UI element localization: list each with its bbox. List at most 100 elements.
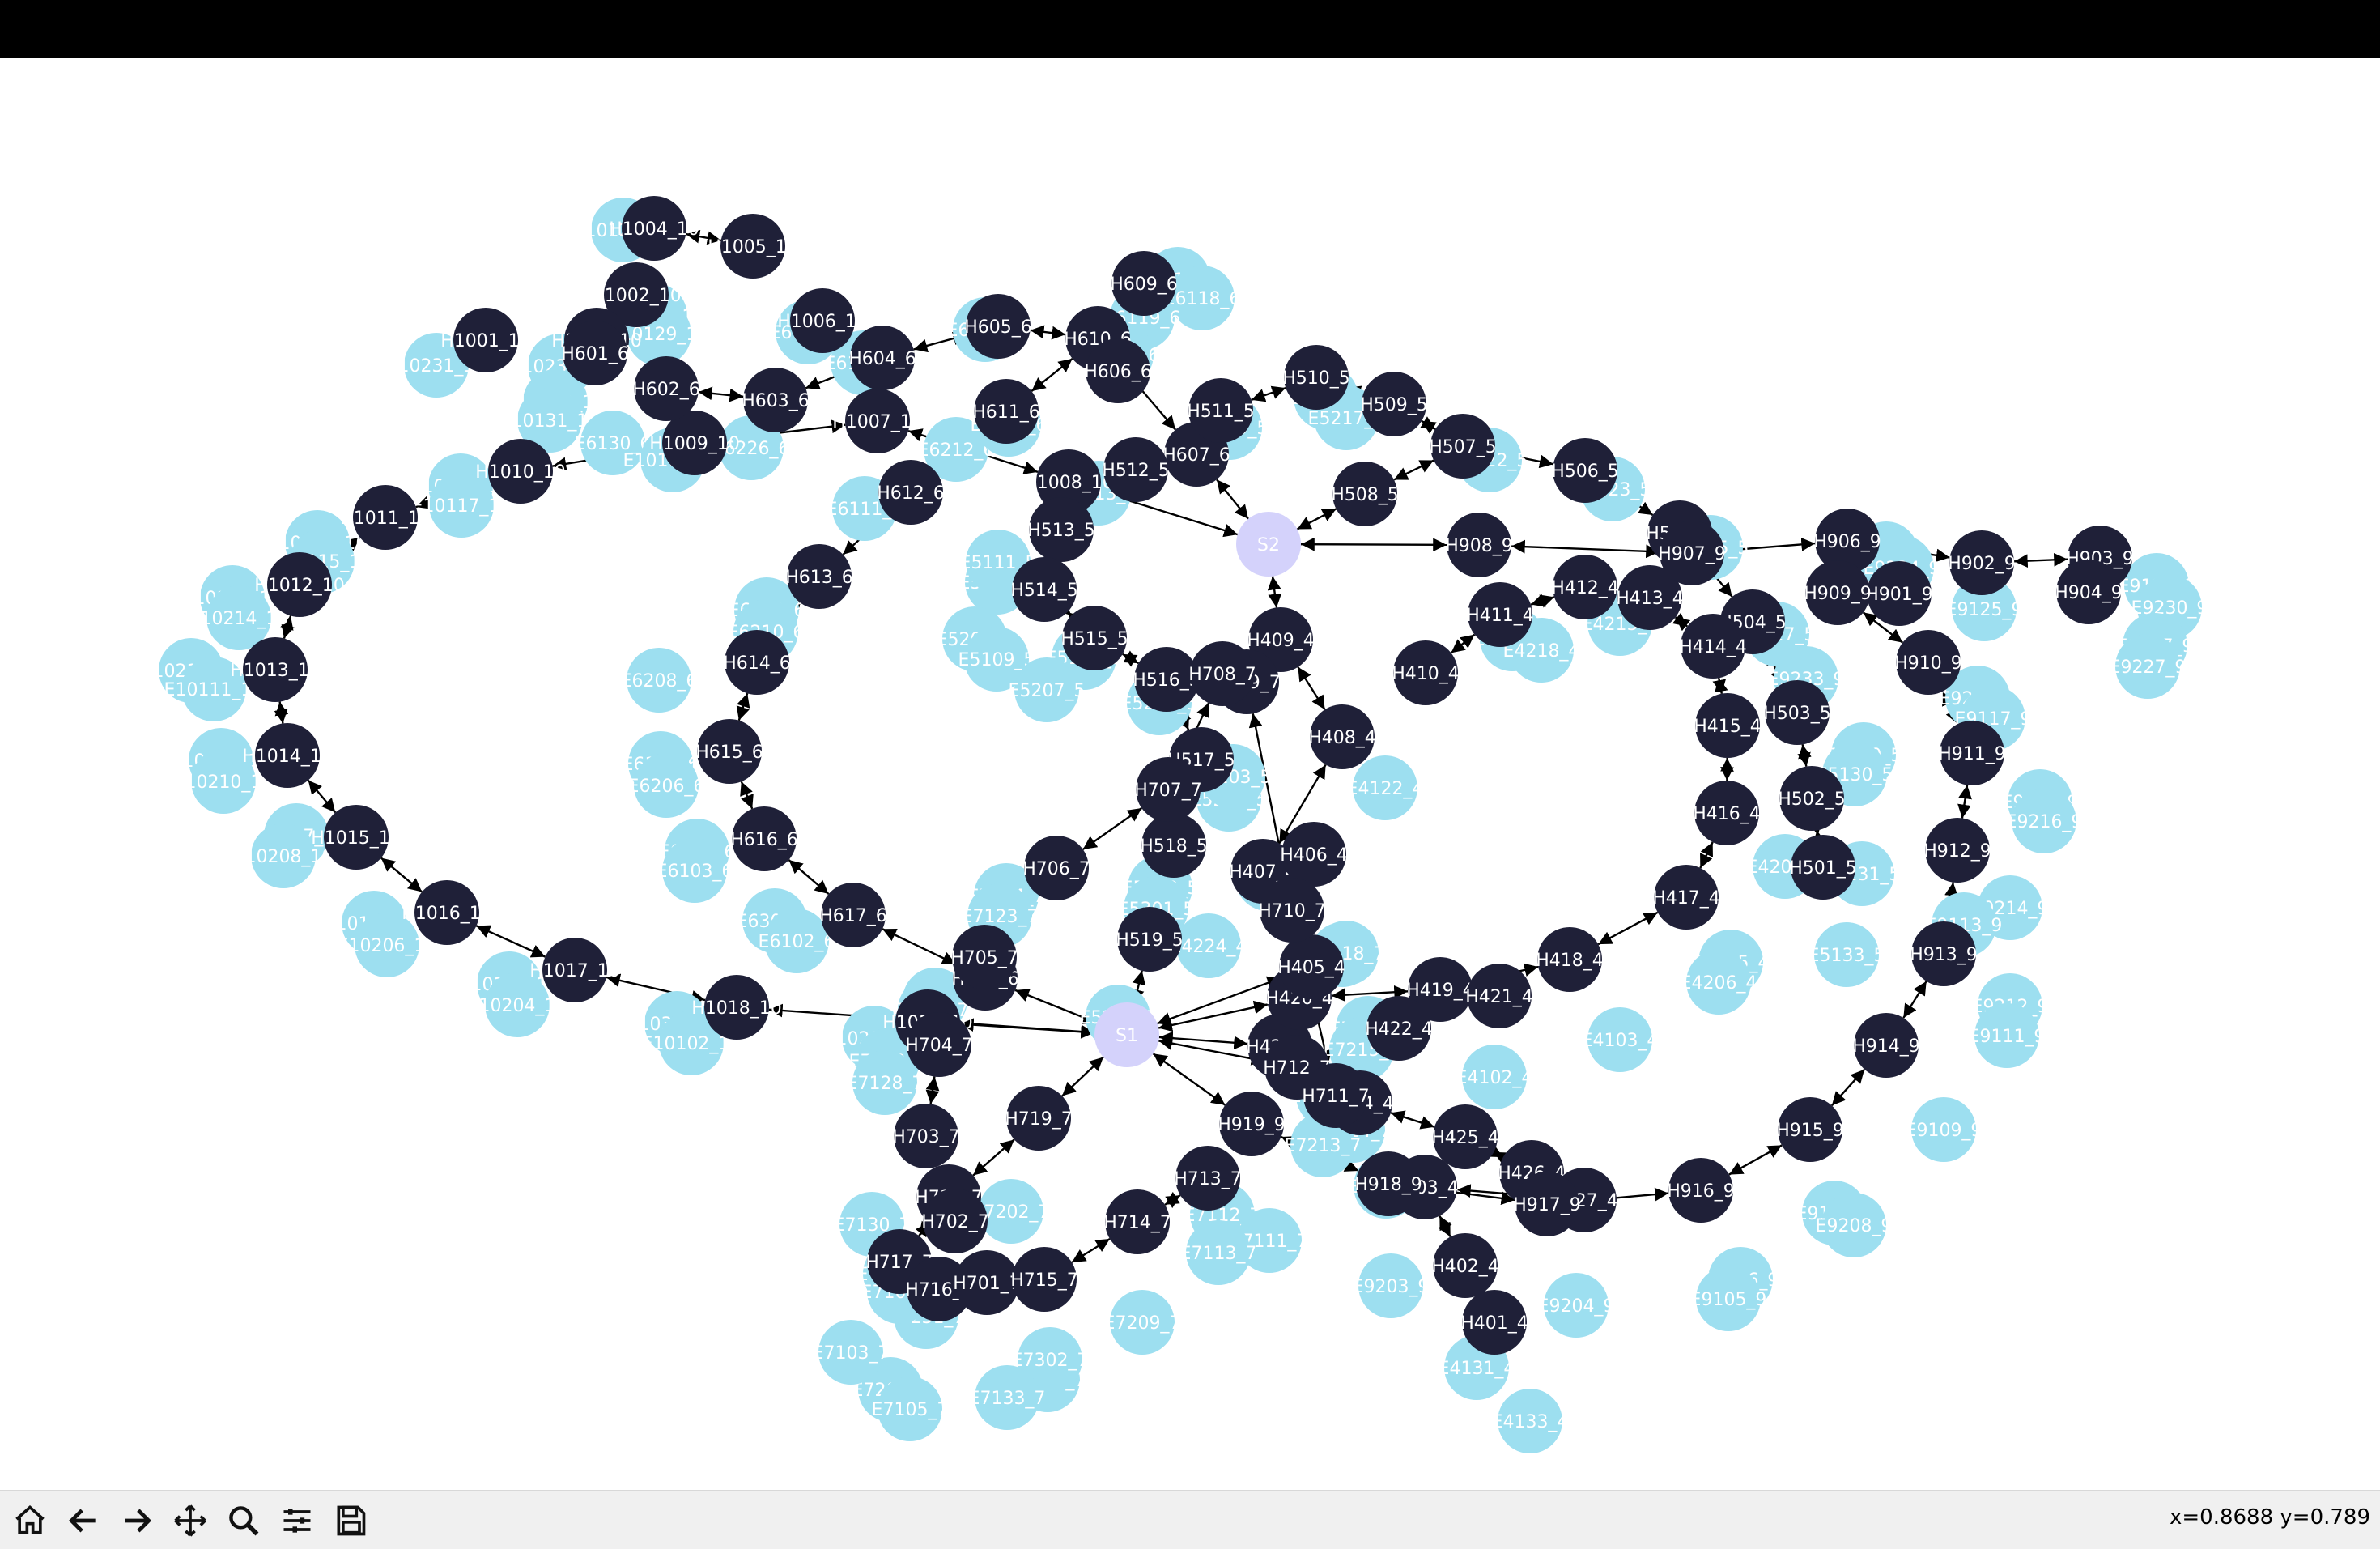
node-label: H1009_10	[649, 434, 740, 454]
node-label: H609_6	[1110, 274, 1178, 295]
save-button[interactable]	[325, 1496, 376, 1546]
node-H908: H908_9	[1445, 513, 1513, 577]
node-H416: H416_4	[1693, 781, 1761, 845]
node-H703: H703_7	[892, 1104, 960, 1168]
node-label: H710_7	[1258, 901, 1326, 921]
node-label: H405_4	[1277, 958, 1345, 978]
node-label: H419_4	[1406, 981, 1474, 1001]
node-label: H501_5	[1789, 858, 1857, 879]
node-H912: H912_9	[1923, 818, 1991, 883]
edge-H714-H713	[1165, 1195, 1180, 1205]
node-label: E6102_6	[759, 932, 835, 952]
node-label: H518_5	[1140, 836, 1208, 857]
node-label: E10208_10	[234, 847, 334, 867]
node-label: E10204_10	[468, 996, 567, 1016]
configure-subplots-icon	[279, 1503, 315, 1538]
edge-H915-H916	[1729, 1145, 1782, 1174]
node-label: E7302_7	[1012, 1351, 1089, 1371]
node-label: E7213_7	[1285, 1136, 1362, 1156]
edge-S2-H508	[1297, 509, 1336, 529]
figure-canvas[interactable]: E10230_10E10127_10E10129_10E6126_6E10231…	[0, 58, 2380, 1490]
node-label: H911_9	[1938, 744, 2006, 764]
zoom-icon	[226, 1503, 261, 1538]
node-label: E4218_4	[1503, 641, 1580, 662]
edge-H424-H425	[1391, 1113, 1434, 1126]
edge-H719-H718	[973, 1139, 1014, 1175]
edge-H618-H617	[882, 929, 956, 964]
network-graph: E10230_10E10127_10E10129_10E6126_6E10231…	[0, 58, 2380, 1490]
edge-S2-H908	[1301, 544, 1447, 545]
node-E6208: E6208_6	[621, 648, 698, 713]
edge-H425-H426	[1494, 1152, 1503, 1157]
node-label: H421_4	[1465, 987, 1533, 1007]
node-label: E6208_6	[621, 671, 698, 692]
node-label: H711_7	[1302, 1087, 1370, 1107]
node-label: H514_5	[1010, 581, 1078, 601]
node-H1007: H1007_10	[832, 389, 923, 453]
node-label: H1002_10	[591, 286, 682, 306]
forward-button[interactable]	[112, 1496, 162, 1546]
node-label: H914_9	[1852, 1036, 1920, 1057]
zoom-button[interactable]	[219, 1496, 269, 1546]
node-label: H503_5	[1763, 704, 1831, 724]
node-label: H1005_10	[708, 237, 798, 257]
node-E4102: E4102_4	[1456, 1045, 1533, 1109]
node-label: E9125_9	[1946, 600, 2023, 620]
node-label: H1014_10	[242, 747, 333, 767]
node-label: H714_7	[1103, 1213, 1171, 1233]
node-label: H401_4	[1460, 1313, 1528, 1334]
node-label: E10206_10	[338, 936, 437, 956]
back-button[interactable]	[58, 1496, 108, 1546]
home-button[interactable]	[5, 1496, 55, 1546]
node-H1005: H1005_10	[708, 214, 798, 279]
edge-H611-H610	[1031, 359, 1072, 391]
edge-H403-H402	[1439, 1216, 1450, 1237]
node-H408: H408_4	[1308, 704, 1376, 769]
edge-H1014-H1013	[280, 702, 283, 724]
node-label: H1008_10	[1023, 473, 1114, 493]
node-label: H704_7	[905, 1036, 973, 1056]
node-label: E9109_9	[1906, 1121, 1983, 1141]
node-label: S2	[1257, 535, 1280, 555]
forward-arrow-icon	[119, 1503, 155, 1538]
edge-H617-H616	[788, 860, 828, 894]
node-label: H912_9	[1923, 841, 1991, 862]
node-H415: H415_4	[1694, 693, 1762, 758]
node-label: H513_5	[1027, 521, 1095, 541]
configure-subplots-button[interactable]	[272, 1496, 322, 1546]
save-icon	[333, 1503, 368, 1538]
node-label: H415_4	[1694, 717, 1762, 737]
node-label: E4122_4	[1347, 779, 1424, 799]
node-label: H605_6	[964, 317, 1032, 338]
node-E7209: E7209_7	[1104, 1290, 1181, 1355]
edge-S2-H409	[1273, 577, 1277, 608]
cursor-coordinate-readout: x=0.8688 y=0.789	[2170, 1505, 2370, 1530]
edge-H405-S1	[1158, 978, 1281, 1023]
pan-button[interactable]	[165, 1496, 215, 1546]
node-label: H902_9	[1948, 554, 2016, 574]
node-label: H908_9	[1445, 536, 1513, 556]
edge-H1016-H1015	[381, 858, 422, 892]
node-label: H410_4	[1392, 664, 1460, 684]
edge-H607-S2	[1217, 479, 1248, 519]
node-label: E4133_4	[1492, 1412, 1569, 1432]
node-label: E6206_6	[628, 777, 705, 797]
node-H421: H421_4	[1465, 964, 1533, 1028]
node-label: H612_6	[877, 483, 945, 504]
back-arrow-icon	[66, 1503, 101, 1538]
edge-H516-H515	[1123, 654, 1139, 663]
node-label: H706_7	[1022, 859, 1090, 879]
node-label: H1012_10	[254, 576, 345, 596]
node-label: H915_9	[1776, 1121, 1844, 1141]
node-label: H416_4	[1693, 804, 1761, 824]
edge-H911-H912	[1962, 785, 1967, 819]
edge-H515-H514	[1068, 612, 1072, 615]
node-label: H901_9	[1865, 585, 1933, 605]
node-label: E7133_7	[969, 1389, 1046, 1409]
node-label: H606_6	[1084, 362, 1152, 382]
node-E4122: E4122_4	[1347, 755, 1424, 820]
edge-S1-H1019	[960, 1024, 1094, 1033]
node-label: H909_9	[1804, 584, 1872, 604]
edge-H417-H418	[1598, 913, 1657, 944]
node-H418: H418_4	[1536, 927, 1604, 992]
